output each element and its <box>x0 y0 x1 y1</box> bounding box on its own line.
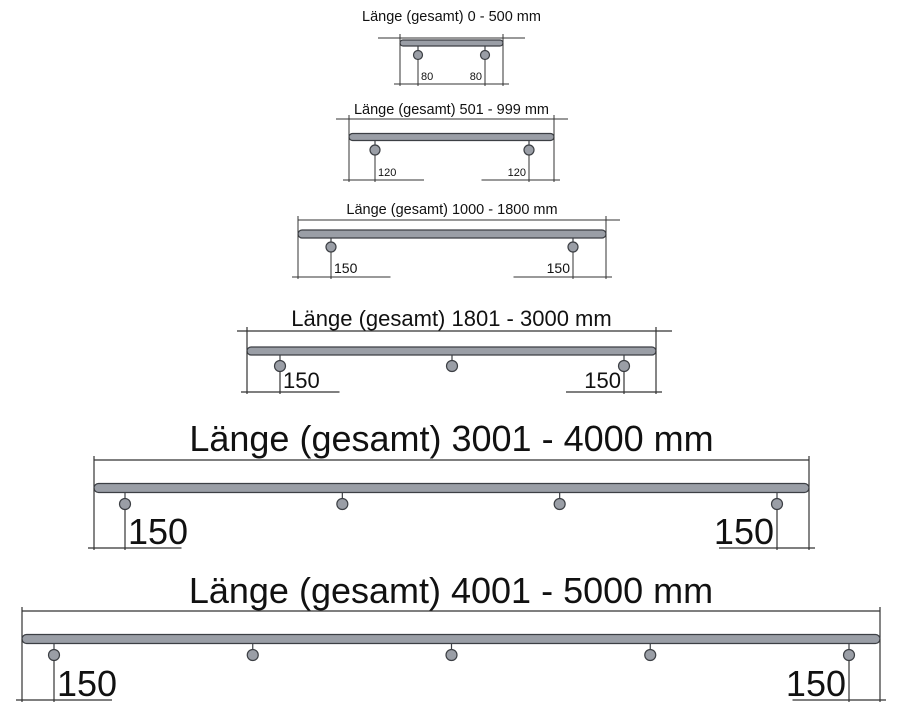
right-offset-label: 150 <box>786 663 846 704</box>
handrail-diagram-4: Länge (gesamt) 1801 - 3000 mm 150 150 <box>237 306 672 394</box>
mounting-post-4 <box>644 648 657 662</box>
diagram-title: Länge (gesamt) 3001 - 4000 mm <box>189 418 713 459</box>
handrail-diagram-1: Länge (gesamt) 0 - 500 mm 80 80 <box>362 9 541 86</box>
right-offset-label: 150 <box>584 368 621 393</box>
left-offset-label: 150 <box>283 368 320 393</box>
mounting-post-3 <box>445 648 458 662</box>
right-offset-label: 150 <box>547 260 571 276</box>
right-offset-label: 80 <box>470 71 482 83</box>
left-offset-label: 150 <box>334 260 358 276</box>
diagram-title: Länge (gesamt) 501 - 999 mm <box>354 102 549 118</box>
handrail-diagram-5: Länge (gesamt) 3001 - 4000 mm 150 150 <box>88 418 815 552</box>
handrail-bar <box>246 346 657 356</box>
handrail-bar <box>21 633 881 645</box>
handrail-bar <box>399 39 504 47</box>
mounting-post-4 <box>770 497 784 511</box>
mounting-post-1 <box>118 497 132 511</box>
left-offset-label: 80 <box>421 71 433 83</box>
left-offset-label: 120 <box>378 167 396 179</box>
left-offset-label: 150 <box>128 511 188 552</box>
handrail-bar <box>297 229 607 239</box>
mounting-post-2 <box>567 241 579 253</box>
mounting-post-1 <box>325 241 337 253</box>
mounting-post-2 <box>336 497 349 511</box>
handrail-bar <box>348 132 555 142</box>
right-offset-label: 120 <box>508 167 526 179</box>
mounting-post-2 <box>246 648 259 662</box>
mounting-post-1 <box>47 648 61 662</box>
mounting-post-1 <box>369 144 381 156</box>
diagram-title: Länge (gesamt) 1000 - 1800 mm <box>346 202 557 218</box>
diagram-title: Länge (gesamt) 0 - 500 mm <box>362 9 541 25</box>
left-offset-label: 150 <box>57 663 117 704</box>
mounting-post-1 <box>412 49 424 61</box>
mounting-post-3 <box>553 497 566 511</box>
handrail-diagram-3: Länge (gesamt) 1000 - 1800 mm 150 150 <box>292 202 620 279</box>
mounting-post-2 <box>523 144 535 156</box>
mounting-post-2 <box>479 49 491 61</box>
mounting-post-2 <box>445 359 459 373</box>
handrail-bar <box>93 482 810 494</box>
diagram-title: Länge (gesamt) 1801 - 3000 mm <box>291 306 611 331</box>
mounting-post-5 <box>842 648 856 662</box>
right-offset-label: 150 <box>714 511 774 552</box>
handrail-diagram-6: Länge (gesamt) 4001 - 5000 mm 150 150 <box>16 570 886 704</box>
diagram-title: Länge (gesamt) 4001 - 5000 mm <box>189 570 713 611</box>
handrail-diagram-2: Länge (gesamt) 501 - 999 mm 120 120 <box>336 102 568 182</box>
